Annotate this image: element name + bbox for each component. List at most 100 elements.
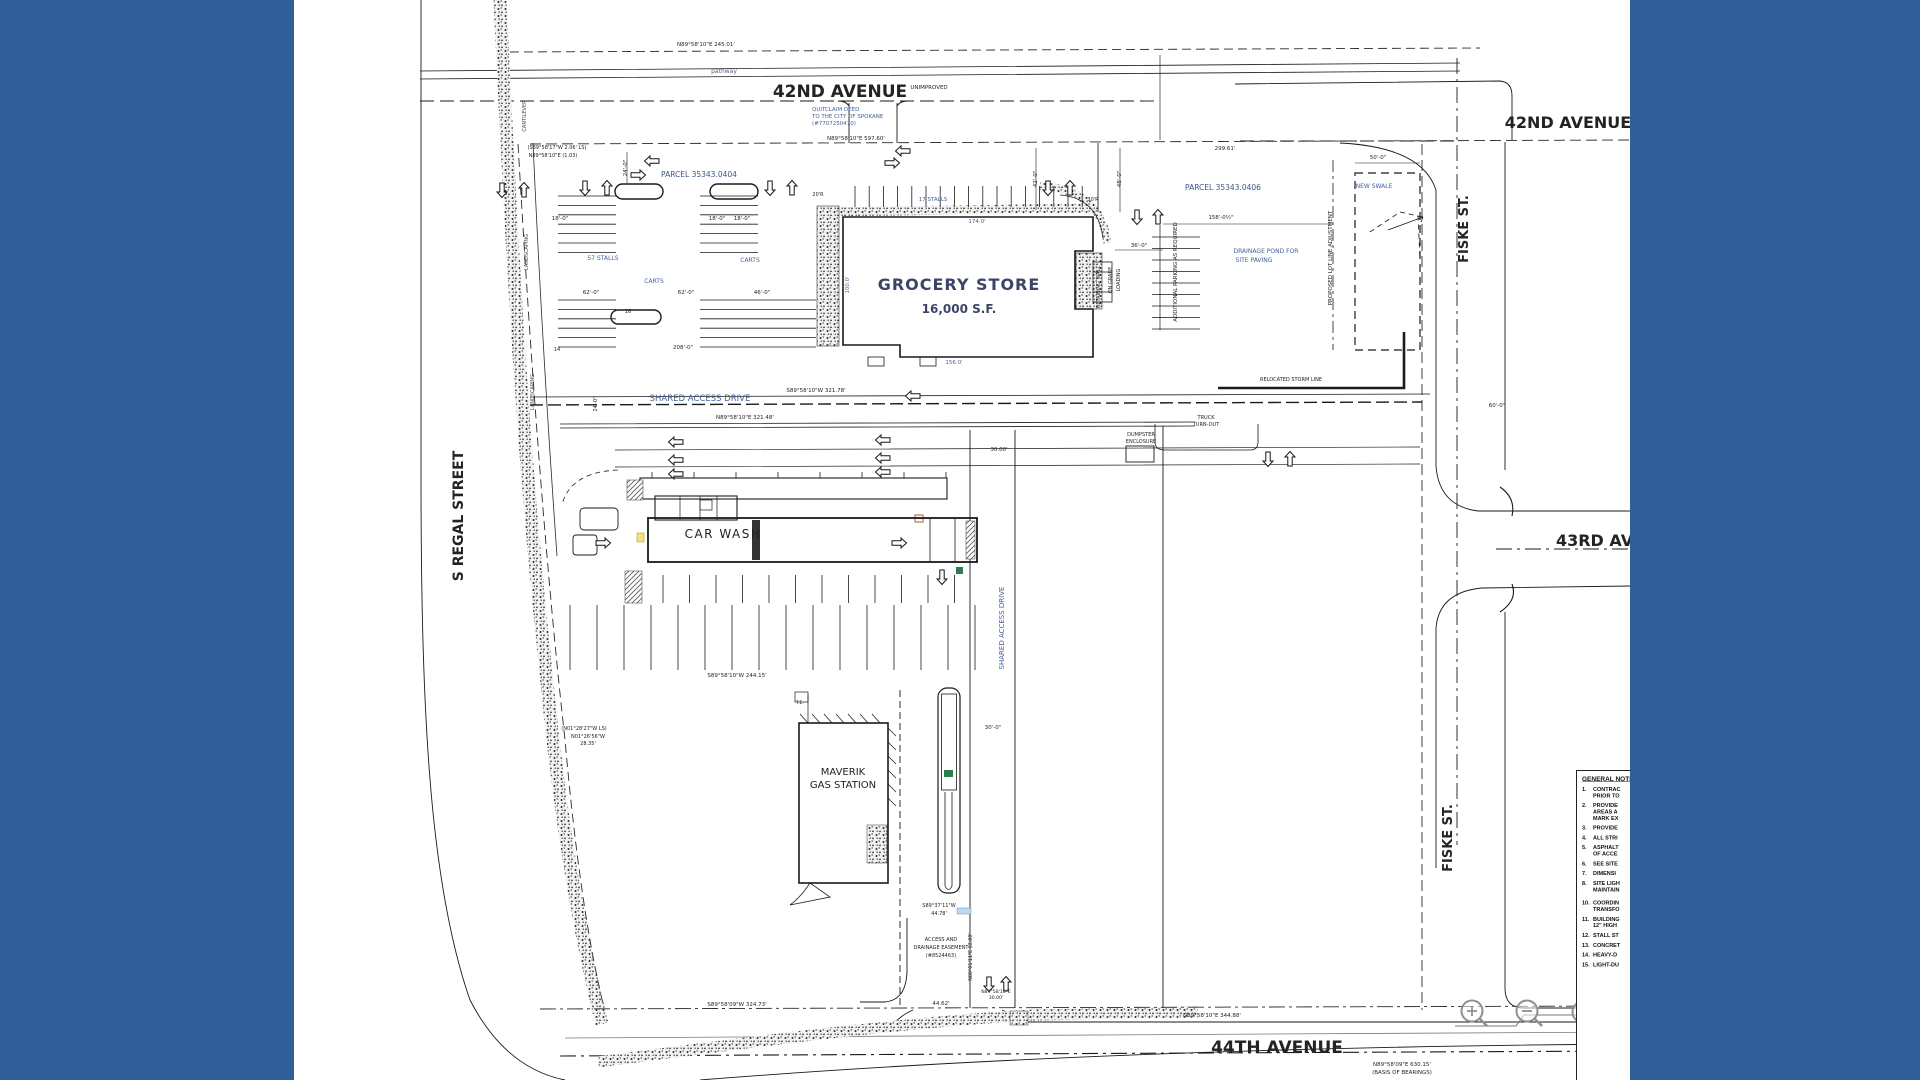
label-rad-30: 30'R — [1087, 197, 1099, 203]
note-number: 10. — [1582, 900, 1590, 907]
label-street-44th: 44TH AVENUE — [1211, 1038, 1343, 1058]
note-text: HEAVY-D — [1593, 952, 1630, 958]
label-dim-ls2: N89°58'10"E (1.03) — [529, 153, 578, 159]
note-text: SEE SITE — [1593, 861, 1630, 867]
label-street-43rd: 43RD AVE — [1556, 531, 1644, 550]
note-line: ASPHALT — [1593, 844, 1619, 851]
label-parcel-0406: PARCEL 35343.0406 — [1185, 183, 1261, 192]
label-storm-line: RELOCATED STORM LINE — [1260, 377, 1322, 383]
note-line: PRIOR TO — [1593, 792, 1620, 799]
general-note-item: 3. PROVIDE — [1582, 825, 1630, 831]
label-dim-4478b: 44.78' — [931, 911, 947, 917]
note-line: ALL STRI — [1593, 834, 1618, 841]
truck-turn-out — [1154, 424, 1259, 451]
label-on-grade-2: LOADING — [1116, 268, 1122, 291]
label-dim-18a: 18'-0" — [552, 216, 569, 222]
label-street-42nd-top: 42ND AVENUE — [773, 82, 907, 102]
note-number: 15. — [1582, 961, 1590, 968]
note-line: HEAVY-D — [1593, 952, 1618, 959]
grocery-west-retaining-wall — [816, 205, 840, 347]
label-shared-access-h: SHARED ACCESS DRIVE — [650, 394, 751, 404]
label-dim-ls5: 28.35' — [580, 741, 596, 747]
note-text: LIGHT-DU — [1593, 962, 1630, 968]
label-count-16: 16 — [625, 309, 631, 315]
car-wash-building — [561, 469, 978, 604]
dumpster-enclosure — [1125, 445, 1155, 463]
label-edge-note-1: CANTILEVER — [522, 100, 528, 132]
labels-layer: 42ND AVENUE 42ND AVENUE 43RD AVE 44TH AVENU… — [451, 42, 1644, 1076]
label-dim-597: N89°58'10"E 597.60' — [827, 136, 885, 142]
note-line: PROVIDE — [1593, 802, 1618, 809]
landscape-stipple-bands — [493, 0, 1199, 1068]
label-edge-note-2: LANDSCAPING — [524, 234, 530, 270]
label-easement-2: DRAINAGE EASEMENT — [914, 945, 970, 951]
note-line: PROVIDE — [1593, 825, 1618, 832]
label-grocery-title: GROCERY STORE — [878, 275, 1041, 294]
label-lot-line-adj: PROPOSED LOT LINE ADJUSTMENT — [1328, 210, 1334, 305]
label-new-swale: NEW SWALE — [1356, 183, 1393, 190]
label-stalls-57: 57 STALLS — [587, 255, 618, 262]
note-number: 7. — [1582, 870, 1587, 877]
label-dim-4478a: S89°37'11"W — [922, 903, 955, 909]
relocated-storm-line — [1218, 332, 1406, 390]
general-note-item: 12.STALL ST — [1582, 932, 1630, 938]
label-on-grade-1: ON GRADE — [1108, 267, 1114, 294]
label-pond-2: SITE PAVING — [1236, 257, 1273, 264]
label-dim-18c: 18'-0" — [734, 216, 751, 222]
label-dim-156: 156.0' — [945, 360, 962, 366]
label-dim-62a: 62'-0" — [583, 290, 600, 296]
zoom-in-icon[interactable] — [1460, 999, 1488, 1027]
note-number: 12. — [1582, 932, 1590, 939]
label-dim-324: S89°58'09"W 324.73' — [707, 1002, 766, 1008]
label-dim-62b: 62'-0" — [678, 290, 695, 296]
label-dim-ls4: N01°26'56"W — [571, 734, 605, 740]
note-line: LIGHT-DU — [1593, 961, 1619, 968]
general-note-item: 14.HEAVY-D — [1582, 952, 1630, 958]
label-dim-60: 60'-0" — [1489, 403, 1506, 409]
note-line: 12" HIGH — [1593, 922, 1618, 929]
note-line: BUILDING — [1593, 916, 1620, 923]
label-basis-2: (BASIS OF BEARINGS) — [1372, 1070, 1432, 1076]
label-carts-1: CARTS — [740, 257, 760, 264]
note-number: 4. — [1582, 834, 1587, 841]
label-dim-299: 299.61' — [1215, 146, 1236, 152]
label-street-regal: S REGAL STREET — [451, 450, 467, 581]
label-street-42nd-right: 42ND AVENUE — [1505, 113, 1631, 132]
label-quitclaim-2: TO THE CITY OF SPOKANE — [811, 114, 884, 120]
note-number: 3. — [1582, 825, 1587, 832]
label-street-fiske-lower: FISKE ST. — [1441, 804, 1456, 872]
label-easement-3: (#8524463) — [926, 953, 956, 959]
note-text: ALL STRI — [1593, 835, 1630, 841]
label-dim-100: 100.0' — [845, 276, 851, 293]
label-dim-30c2: 30.00' — [989, 995, 1003, 1001]
label-dim-208: 208'-0" — [673, 345, 693, 351]
label-quitclaim-1: QUITCLAIM DEED — [812, 107, 859, 113]
label-te-label: T.E. — [795, 700, 804, 706]
label-dim-321b: N89°58'10"E 321.48' — [716, 415, 774, 421]
note-number: 14. — [1582, 952, 1590, 959]
note-text: STALL ST — [1593, 932, 1630, 938]
note-line: MARK EX — [1593, 815, 1619, 822]
note-number: 13. — [1582, 942, 1590, 949]
label-dumpster-2: ENCLOSURE — [1126, 439, 1156, 445]
note-number: 11. — [1582, 916, 1590, 923]
note-number: 5. — [1582, 844, 1587, 851]
label-dumpster-1: DUMPSTER — [1127, 432, 1155, 438]
general-notes-title: GENERAL NOTES — [1582, 775, 1630, 783]
zoom-out-icon[interactable] — [1515, 999, 1543, 1027]
label-dim-30c1: N89°58'10"E — [981, 989, 1011, 995]
maverik-building — [789, 691, 897, 906]
label-maverik-2: GAS STATION — [810, 780, 876, 791]
label-add-parking: ADDITIONAL PARKING AS REQUIRED — [1173, 222, 1179, 322]
general-note-item: 15.LIGHT-DU — [1582, 962, 1630, 968]
